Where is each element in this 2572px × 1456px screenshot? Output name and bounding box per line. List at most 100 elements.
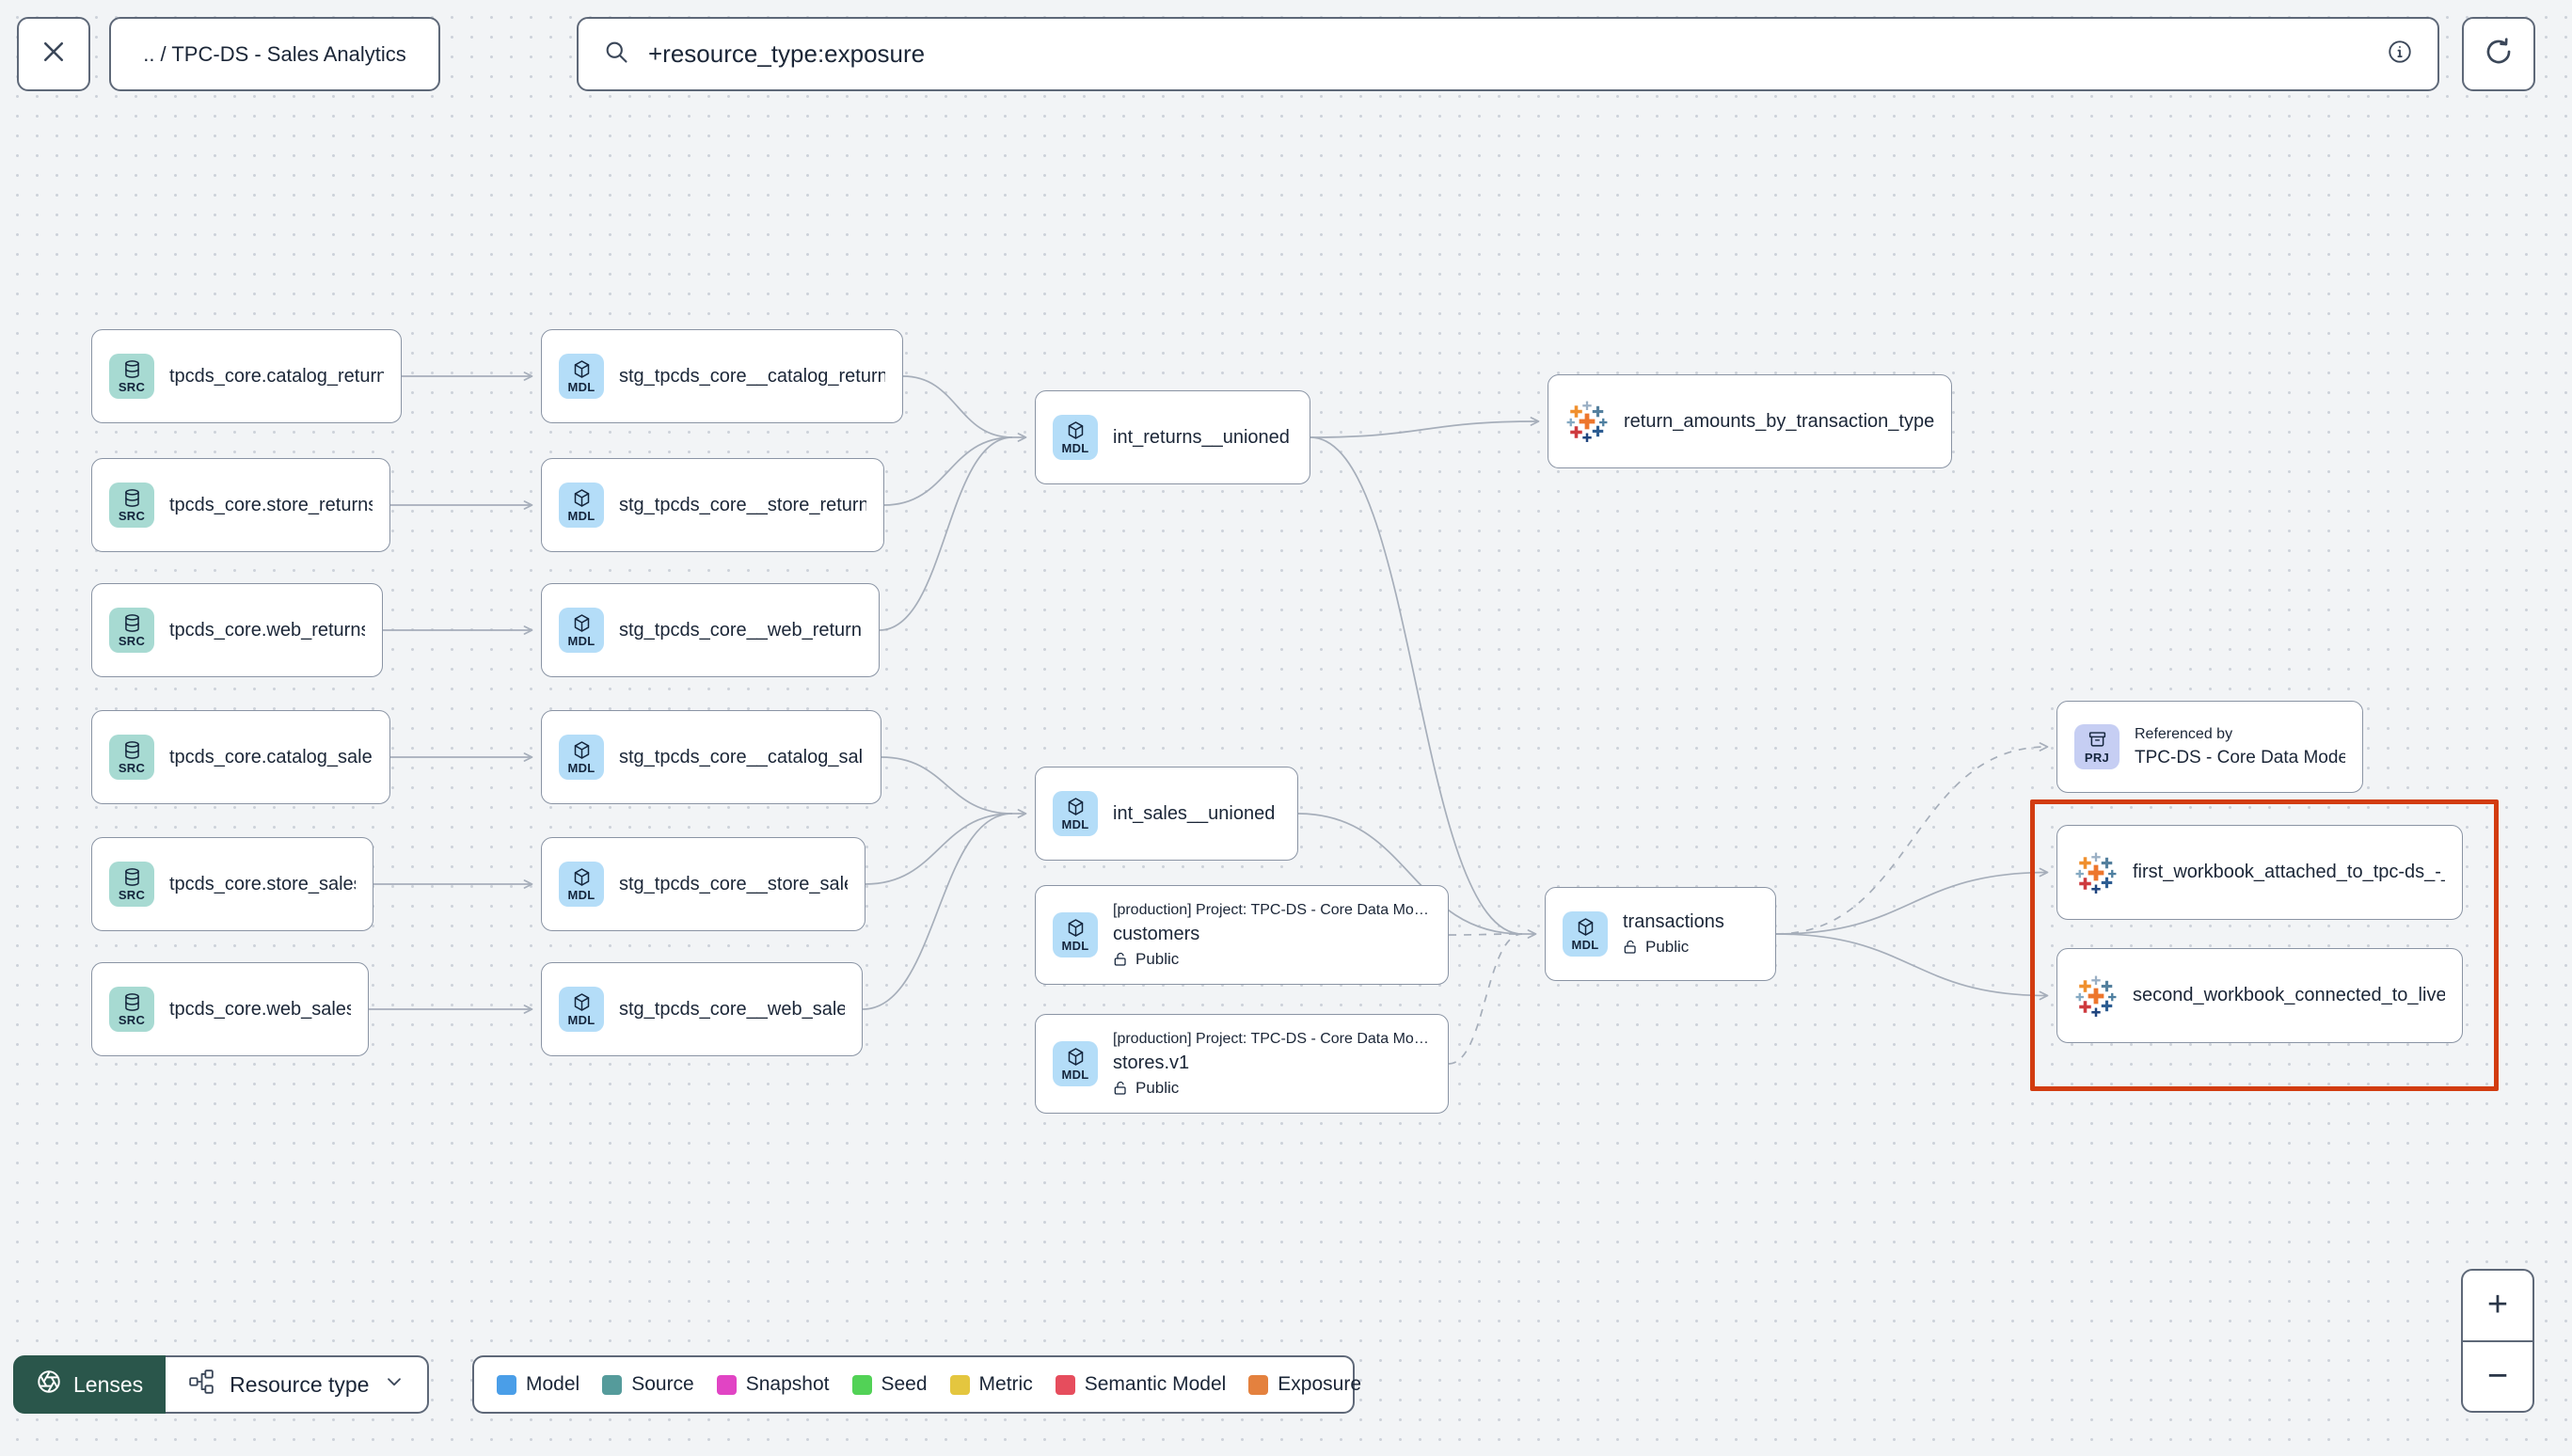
- info-icon[interactable]: [2387, 39, 2413, 70]
- node-int-returns[interactable]: MDL int_returns__unioned: [1035, 390, 1310, 484]
- legend-swatch: [602, 1374, 623, 1395]
- legend-swatch: [1248, 1374, 1269, 1395]
- node-src-catalog-sales[interactable]: SRC tpcds_core.catalog_sales: [91, 710, 390, 804]
- tableau-icon: [2074, 851, 2118, 894]
- badge-label: MDL: [1061, 938, 1089, 953]
- aperture-icon: [36, 1369, 62, 1401]
- legend-item: Seed: [851, 1373, 928, 1396]
- resource-type-label: Resource type: [230, 1371, 370, 1397]
- badge-label: MDL: [567, 508, 595, 523]
- resource-type-dropdown[interactable]: Resource type: [166, 1355, 430, 1414]
- node-src-catalog-returns[interactable]: SRC tpcds_core.catalog_returns: [91, 329, 402, 423]
- legend-swatch: [851, 1374, 872, 1395]
- search-input[interactable]: [646, 39, 2370, 70]
- node-stg-web-sales[interactable]: MDL stg_tpcds_core__web_sales: [541, 962, 863, 1056]
- model-badge: MDL: [559, 862, 604, 907]
- chevron-down-icon: [384, 1371, 405, 1398]
- lenses-control[interactable]: Lenses Resource type: [13, 1355, 430, 1414]
- model-badge: MDL: [559, 735, 604, 780]
- source-badge: SRC: [109, 987, 154, 1032]
- legend-item: Semantic Model: [1055, 1373, 1227, 1396]
- node-customers[interactable]: MDL [production] Project: TPC-DS - Core …: [1035, 885, 1449, 985]
- lenses-label: Lenses: [73, 1371, 144, 1397]
- node-title: stg_tpcds_core__web_returns: [619, 619, 862, 641]
- node-src-web-returns[interactable]: SRC tpcds_core.web_returns: [91, 583, 383, 677]
- refresh-button[interactable]: [2462, 17, 2535, 91]
- tableau-icon: [1565, 400, 1609, 443]
- node-title: second_workbook_connected_to_live…: [2133, 985, 2445, 1005]
- cube-icon: [1066, 918, 1086, 938]
- source-badge: SRC: [109, 608, 154, 653]
- lenses-button[interactable]: Lenses: [13, 1355, 167, 1414]
- zoom-in-button[interactable]: +: [2486, 1285, 2509, 1325]
- node-stg-catalog-returns[interactable]: MDL stg_tpcds_core__catalog_returns: [541, 329, 903, 423]
- badge-label: SRC: [118, 760, 146, 775]
- badge-label: MDL: [567, 887, 595, 902]
- legend-label: Snapshot: [745, 1373, 830, 1395]
- refresh-icon: [2483, 36, 2515, 72]
- node-stores[interactable]: MDL [production] Project: TPC-DS - Core …: [1035, 1014, 1449, 1114]
- node-meta: [production] Project: TPC-DS - Core Data…: [1113, 901, 1429, 918]
- legend-item: Model: [497, 1373, 579, 1396]
- close-button[interactable]: [17, 17, 90, 91]
- node-transactions[interactable]: MDL transactions Public: [1545, 887, 1776, 981]
- node-stg-store-sales[interactable]: MDL stg_tpcds_core__store_sales: [541, 837, 865, 931]
- badge-label: MDL: [567, 760, 595, 775]
- node-src-store-sales[interactable]: SRC tpcds_core.store_sales: [91, 837, 373, 931]
- badge-label: SRC: [118, 379, 146, 394]
- node-title: tpcds_core.catalog_returns: [169, 365, 384, 387]
- zoom-out-button[interactable]: −: [2463, 1339, 2532, 1412]
- visibility-label: Public: [1135, 1078, 1180, 1097]
- legend-label: Source: [631, 1373, 694, 1395]
- breadcrumb-label: .. / TPC-DS - Sales Analytics: [143, 41, 406, 66]
- model-badge: MDL: [1053, 415, 1098, 460]
- legend-swatch: [716, 1374, 737, 1395]
- legend-label: Semantic Model: [1084, 1373, 1227, 1395]
- legend-swatch: [1055, 1374, 1075, 1395]
- model-badge: MDL: [1053, 1041, 1098, 1086]
- node-title: stg_tpcds_core__store_returns: [619, 494, 866, 515]
- node-stg-catalog-sales[interactable]: MDL stg_tpcds_core__catalog_sales: [541, 710, 881, 804]
- breadcrumb[interactable]: .. / TPC-DS - Sales Analytics: [109, 17, 440, 91]
- node-visibility: Public: [1113, 950, 1429, 969]
- node-stg-store-returns[interactable]: MDL stg_tpcds_core__store_returns: [541, 458, 884, 552]
- source-badge: SRC: [109, 483, 154, 528]
- node-title: return_amounts_by_transaction_type: [1624, 410, 1934, 432]
- visibility-label: Public: [1135, 949, 1180, 968]
- node-title: transactions: [1623, 911, 1724, 932]
- node-src-web-sales[interactable]: SRC tpcds_core.web_sales: [91, 962, 369, 1056]
- node-title: stg_tpcds_core__catalog_sales: [619, 746, 864, 768]
- cube-icon: [1066, 420, 1086, 440]
- database-icon: [122, 359, 142, 379]
- node-first-workbook[interactable]: first_workbook_attached_to_tpc-ds_-_…: [2056, 825, 2463, 920]
- node-int-sales[interactable]: MDL int_sales__unioned: [1035, 767, 1298, 861]
- lock-open-icon: [1623, 940, 1638, 955]
- badge-label: MDL: [567, 1012, 595, 1027]
- node-meta: [production] Project: TPC-DS - Core Data…: [1113, 1030, 1429, 1047]
- node-src-store-returns[interactable]: SRC tpcds_core.store_returns: [91, 458, 390, 552]
- visibility-label: Public: [1645, 938, 1690, 956]
- node-second-workbook[interactable]: second_workbook_connected_to_live…: [2056, 948, 2463, 1043]
- model-badge: MDL: [559, 354, 604, 399]
- close-icon: [40, 38, 68, 71]
- node-title: tpcds_core.catalog_sales: [169, 746, 373, 768]
- zoom-controls[interactable]: + −: [2461, 1269, 2534, 1413]
- node-visibility: Public: [1623, 938, 1724, 957]
- search-icon: [603, 39, 629, 70]
- source-badge: SRC: [109, 354, 154, 399]
- search-bar[interactable]: [577, 17, 2439, 91]
- database-icon: [122, 613, 142, 633]
- node-title: customers: [1113, 923, 1200, 944]
- node-return-amounts[interactable]: return_amounts_by_transaction_type: [1548, 374, 1952, 468]
- badge-label: MDL: [1061, 816, 1089, 831]
- node-visibility: Public: [1113, 1079, 1429, 1098]
- badge-label: MDL: [1061, 1067, 1089, 1082]
- database-icon: [122, 488, 142, 508]
- badge-label: PRJ: [2084, 750, 2110, 765]
- legend-item: Source: [602, 1373, 694, 1396]
- database-icon: [122, 740, 142, 760]
- legend-item: Exposure: [1248, 1373, 1361, 1396]
- node-stg-web-returns[interactable]: MDL stg_tpcds_core__web_returns: [541, 583, 880, 677]
